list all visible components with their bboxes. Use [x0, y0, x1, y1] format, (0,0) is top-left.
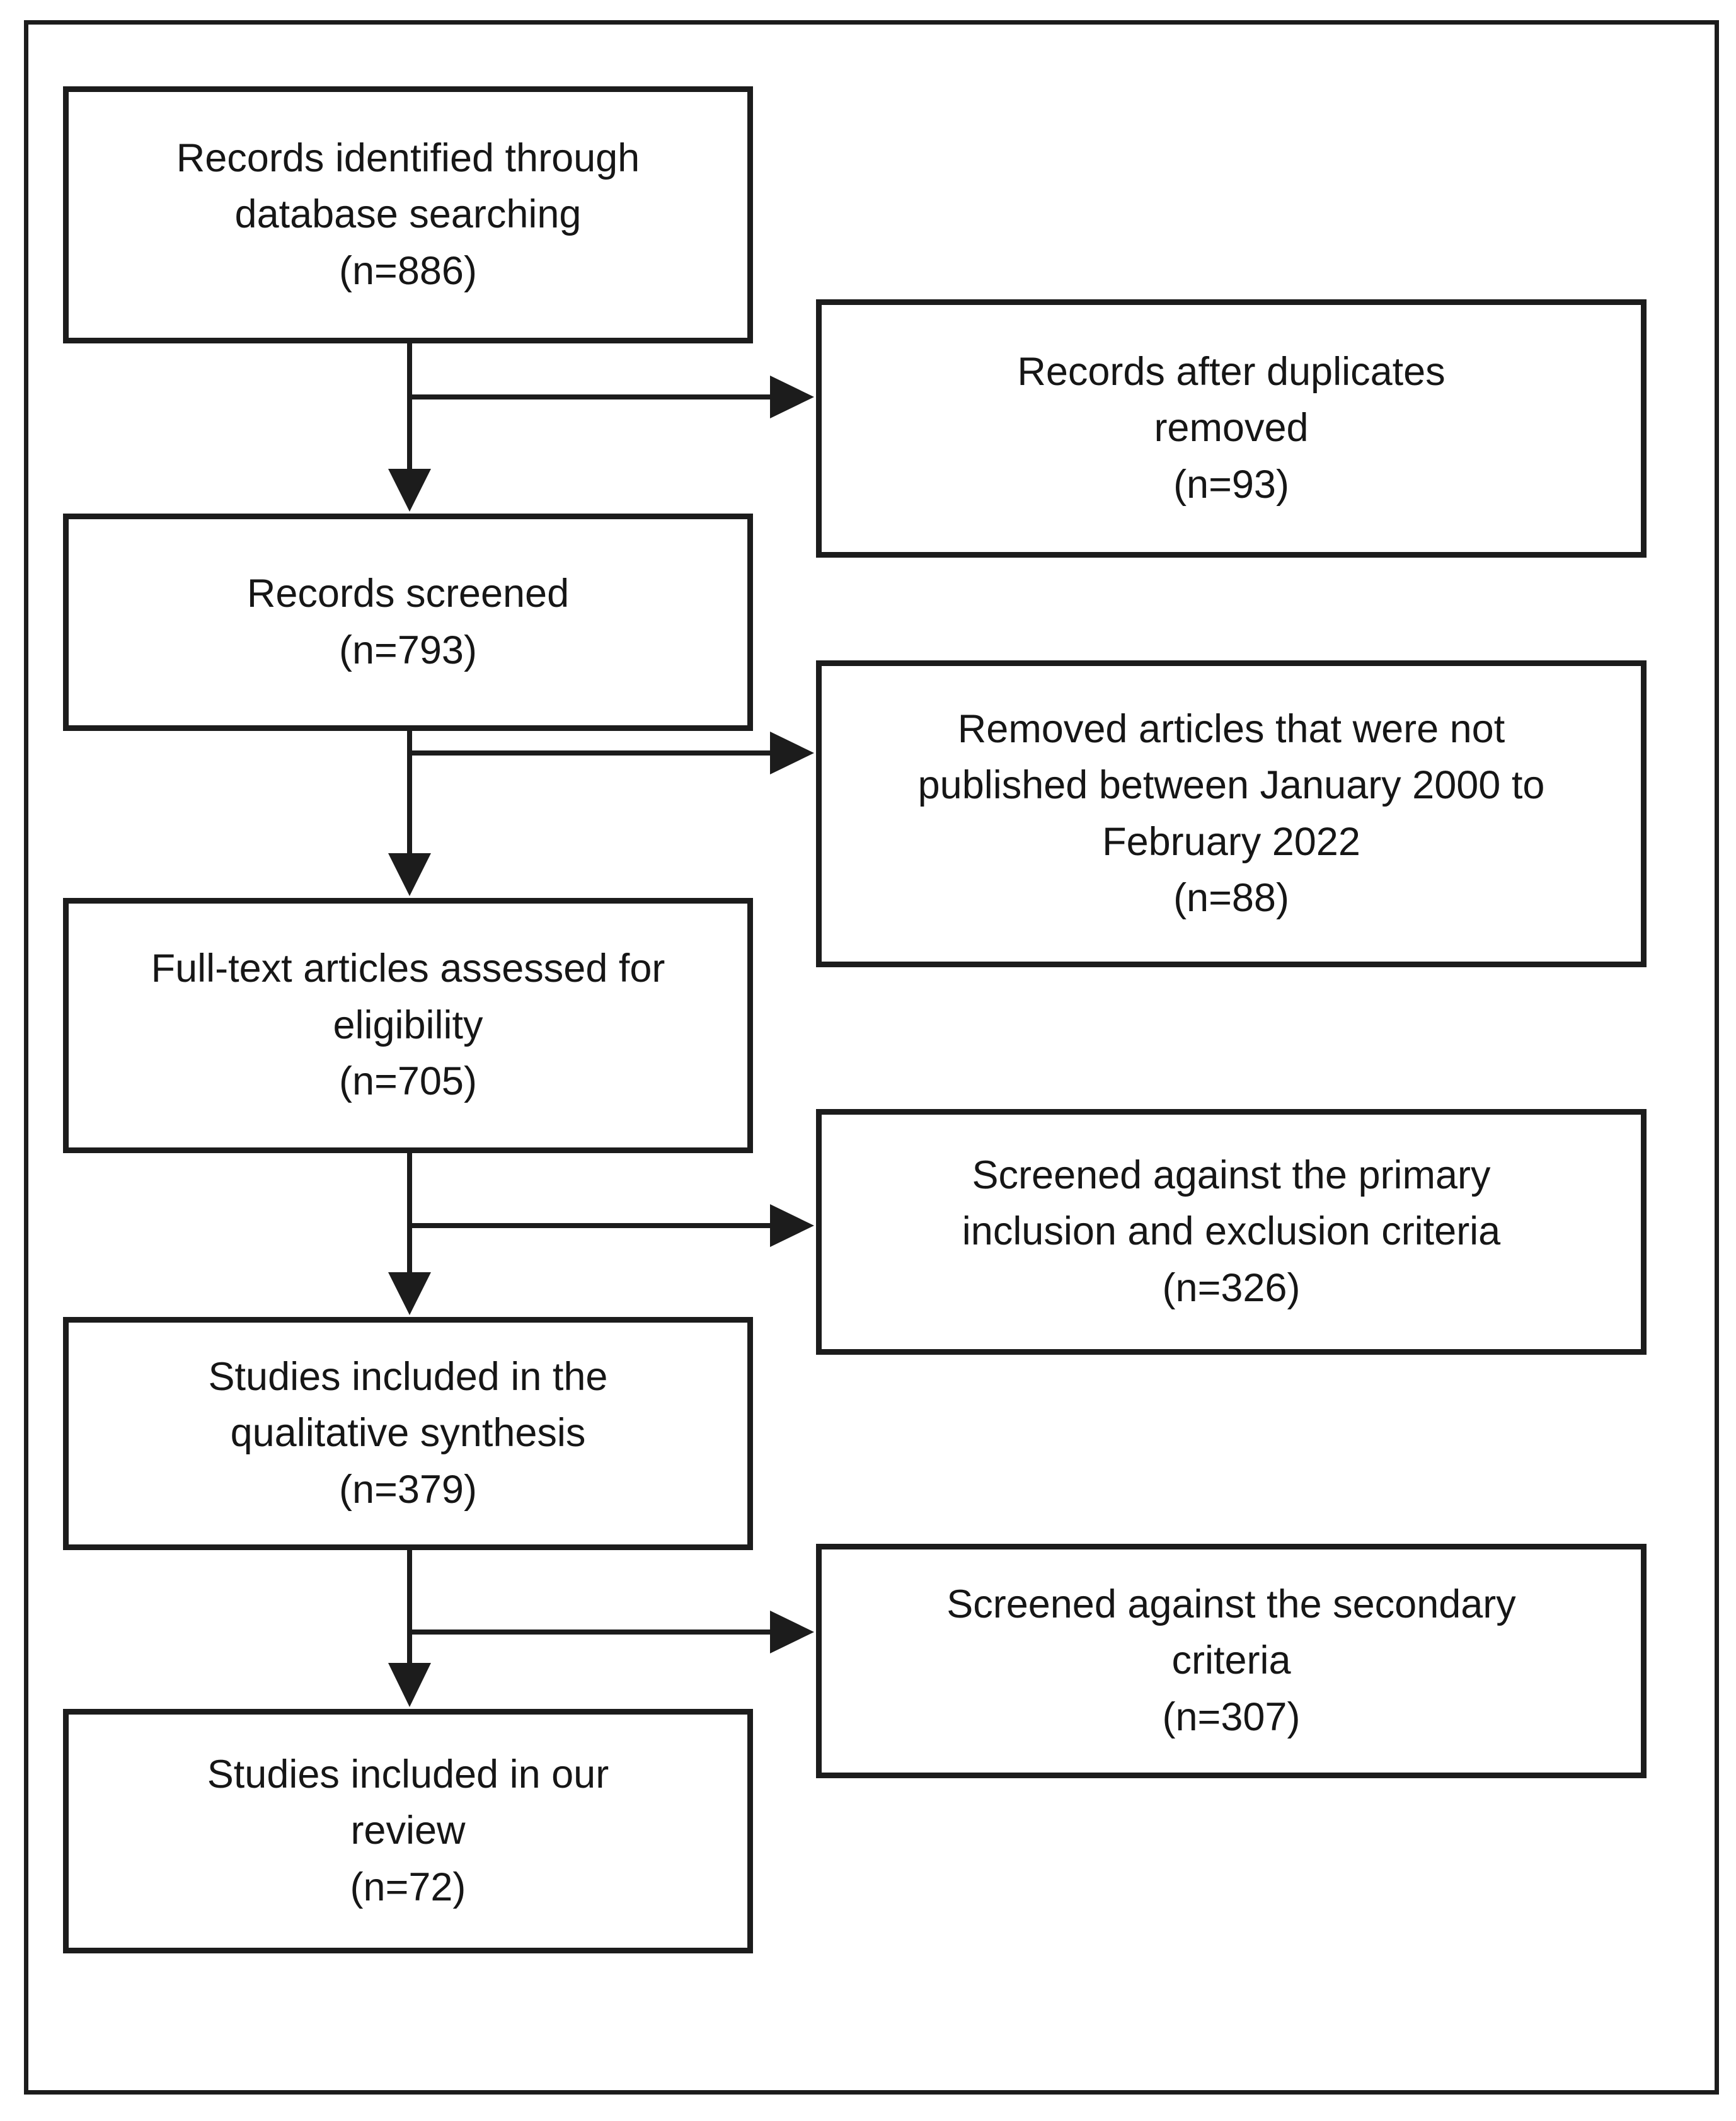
box-included-in-review: Studies included in our review (n=72) — [63, 1709, 753, 1953]
box-primary-criteria: Screened against the primary inclusion a… — [816, 1109, 1647, 1355]
box-secondary-criteria: Screened against the secondary criteria … — [816, 1544, 1647, 1778]
box-duplicates-removed: Records after duplicates removed (n=93) — [816, 299, 1647, 558]
box-records-identified: Records identified through database sear… — [63, 86, 753, 343]
box-fulltext-assessed: Full-text articles assessed for eligibil… — [63, 898, 753, 1153]
box-date-range-removed: Removed articles that were not published… — [816, 660, 1647, 967]
box-qualitative-synthesis: Studies included in the qualitative synt… — [63, 1317, 753, 1550]
box-records-screened: Records screened (n=793) — [63, 514, 753, 731]
